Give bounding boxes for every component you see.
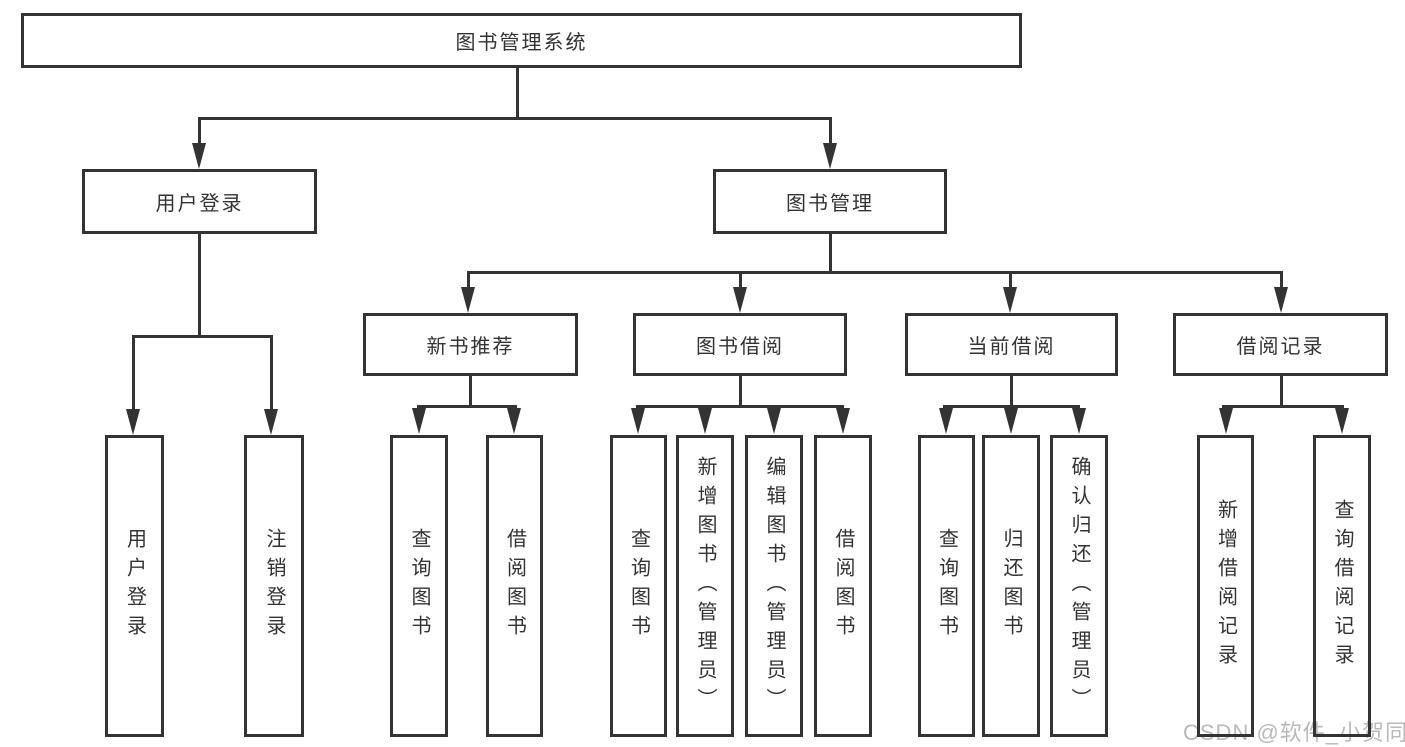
connector-user-login-drop <box>198 117 201 145</box>
arrowhead <box>1219 408 1233 434</box>
node-return-book: 归还图书 <box>982 435 1040 737</box>
node-query-borrow-record: 查询借阅记录 <box>1313 435 1371 737</box>
node-borrow-book-recommend-label: 借阅图书 <box>503 528 526 644</box>
arrowhead <box>507 408 521 434</box>
connector-records-bar <box>1222 405 1344 408</box>
connector-records-stem <box>1280 376 1283 407</box>
connector-borrow-drop <box>739 272 742 289</box>
node-logout: 注销登录 <box>244 435 304 737</box>
node-query-book-current: 查询图书 <box>918 435 975 737</box>
node-book-borrow: 图书借阅 <box>633 313 847 376</box>
node-book-management-label: 图书管理 <box>786 193 874 215</box>
node-add-book-admin-label: 新增图书（管理员） <box>694 455 716 717</box>
arrowhead <box>412 408 426 434</box>
connector-book-borrow-stem <box>739 376 742 407</box>
node-root: 图书管理系统 <box>21 13 1022 68</box>
node-confirm-return-admin-label: 确认归还（管理员） <box>1068 455 1090 717</box>
connector-current-borrow-stem <box>1010 376 1013 407</box>
arrowhead <box>836 408 850 434</box>
arrowhead <box>733 287 747 313</box>
node-query-borrow-record-label: 查询借阅记录 <box>1331 499 1353 673</box>
node-logout-label: 注销登录 <box>263 528 285 644</box>
connector-root-stem <box>516 68 519 120</box>
connector-current-drop <box>1009 272 1012 289</box>
arrowhead <box>126 409 140 435</box>
connector-user-login-stem <box>198 233 201 336</box>
node-current-borrow: 当前借阅 <box>905 313 1118 376</box>
node-query-book-borrow-label: 查询图书 <box>627 528 650 644</box>
connector-user-login-bar <box>132 335 273 338</box>
node-book-management: 图书管理 <box>713 169 947 234</box>
node-user-login: 用户登录 <box>82 169 317 234</box>
node-add-borrow-record: 新增借阅记录 <box>1197 435 1254 737</box>
node-user-login-action-label: 用户登录 <box>123 528 146 644</box>
node-user-login-action: 用户登录 <box>105 435 164 737</box>
node-borrow-book-recommend: 借阅图书 <box>486 435 543 737</box>
connector-book-mgmt-stem <box>829 233 832 273</box>
arrowhead <box>264 409 278 435</box>
node-borrow-records: 借阅记录 <box>1173 313 1388 376</box>
connector-recommend-stem <box>469 376 472 407</box>
node-borrow-book-label: 借阅图书 <box>832 528 854 644</box>
node-new-book-recommend-label: 新书推荐 <box>426 336 515 358</box>
node-borrow-records-label: 借阅记录 <box>1236 336 1325 358</box>
node-confirm-return-admin: 确认归还（管理员） <box>1050 435 1108 737</box>
node-query-book-borrow: 查询图书 <box>610 435 667 737</box>
arrowhead <box>1335 408 1349 434</box>
arrowhead <box>823 143 837 169</box>
connector-root-bar <box>198 117 832 120</box>
connector-recommend-bar <box>417 405 517 408</box>
connector-book-mgmt-bar <box>467 271 1283 274</box>
arrowhead <box>631 408 645 434</box>
node-user-login-label: 用户登录 <box>155 193 244 215</box>
arrowhead <box>939 408 953 434</box>
arrowhead <box>1274 287 1288 313</box>
node-borrow-book: 借阅图书 <box>814 435 872 737</box>
arrowhead <box>1004 408 1018 434</box>
arrowhead <box>192 143 206 169</box>
node-query-book-recommend: 查询图书 <box>390 435 448 737</box>
arrowhead <box>1072 408 1086 434</box>
connector-recommend-drop <box>467 272 470 289</box>
connector-logout-drop <box>270 335 273 412</box>
node-edit-book-admin-label: 编辑图书（管理员） <box>763 455 785 717</box>
connector-book-mgmt-drop <box>829 117 832 145</box>
node-new-book-recommend: 新书推荐 <box>363 313 578 376</box>
connector-book-borrow-bar <box>636 405 844 408</box>
arrowhead <box>461 287 475 313</box>
node-book-borrow-label: 图书借阅 <box>696 336 784 358</box>
node-return-book-label: 归还图书 <box>1000 528 1022 644</box>
node-query-book-current-label: 查询图书 <box>935 528 958 644</box>
arrowhead <box>767 408 781 434</box>
arrowhead <box>698 408 712 434</box>
connector-login-drop <box>132 335 135 412</box>
node-add-borrow-record-label: 新增借阅记录 <box>1214 499 1237 673</box>
connector-current-borrow-bar <box>943 405 1080 408</box>
node-current-borrow-label: 当前借阅 <box>967 336 1056 358</box>
arrowhead <box>1003 287 1017 313</box>
node-query-book-recommend-label: 查询图书 <box>408 528 430 644</box>
node-add-book-admin: 新增图书（管理员） <box>676 435 734 737</box>
connector-records-drop <box>1280 272 1283 289</box>
node-root-label: 图书管理系统 <box>455 32 588 54</box>
node-edit-book-admin: 编辑图书（管理员） <box>745 435 803 737</box>
